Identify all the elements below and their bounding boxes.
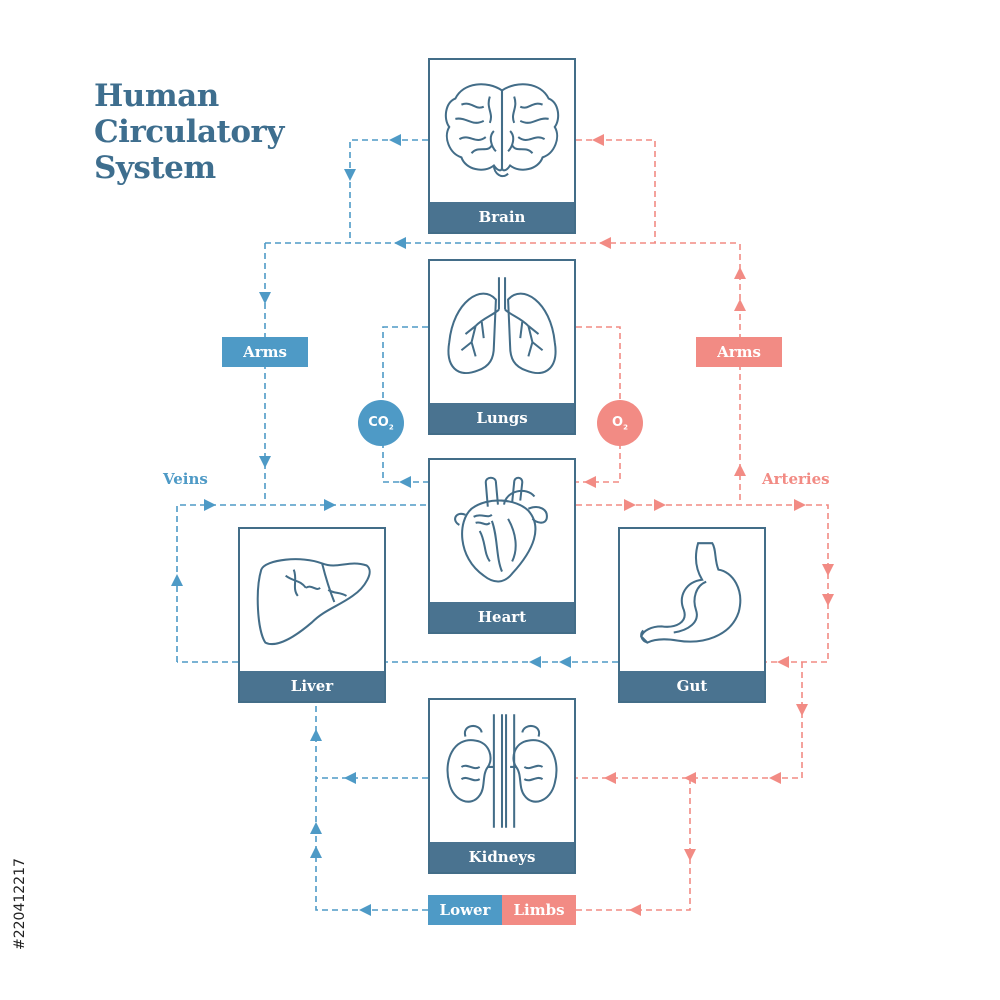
flow-arrow <box>394 237 406 249</box>
liver-icon <box>240 529 384 671</box>
title-line-3: System <box>94 150 216 186</box>
arms-veins-tag: Arms <box>222 337 308 367</box>
title-line-2: Circulatory <box>94 114 284 150</box>
flow-arrow <box>559 656 571 668</box>
flow-arrow <box>359 904 371 916</box>
flow-arrow <box>204 499 216 511</box>
lower-limbs-tag-left: Lower <box>428 895 502 925</box>
arteries-label: Arteries <box>762 470 830 488</box>
kidneys-icon <box>430 700 574 842</box>
flow-arrow <box>734 299 746 311</box>
flow-arrow <box>734 267 746 279</box>
watermark-id-text: #220412217 <box>12 858 28 950</box>
o2-text: O <box>612 415 624 430</box>
gut-box: Gut <box>618 527 766 703</box>
flow-arrow <box>344 169 356 181</box>
flow-arrow <box>599 237 611 249</box>
flow-arrow <box>310 846 322 858</box>
heart-label: Heart <box>430 602 574 632</box>
flow-arrow <box>324 499 336 511</box>
flow-arrow <box>794 499 806 511</box>
flow-arrow <box>734 464 746 476</box>
flow-arrow <box>310 729 322 741</box>
o2-badge: O2 <box>597 400 643 446</box>
veins-label: Veins <box>163 470 208 488</box>
title-line-1: Human <box>94 78 219 114</box>
flow-arrow <box>171 574 183 586</box>
brain-icon <box>430 60 574 202</box>
brain-label: Brain <box>430 202 574 232</box>
flow-arrow <box>654 499 666 511</box>
flow-arrow <box>796 704 808 716</box>
lungs-box: Lungs <box>428 259 576 435</box>
kidneys-label: Kidneys <box>430 842 574 872</box>
co2-text: CO <box>368 415 389 430</box>
kidneys-box: Kidneys <box>428 698 576 874</box>
co2-subscript: 2 <box>388 423 394 432</box>
flow-arrow <box>624 499 636 511</box>
heart-box: Heart <box>428 458 576 634</box>
flow-arrow <box>684 849 696 861</box>
flow-arrow <box>389 134 401 146</box>
flow-arrow <box>769 772 781 784</box>
flow-arrow <box>344 772 356 784</box>
flow-arrow <box>529 656 541 668</box>
arteries-row <box>576 504 829 663</box>
o2-subscript: 2 <box>623 423 628 432</box>
renal-artery-path <box>576 662 803 779</box>
heart-icon <box>430 460 574 602</box>
flow-arrow <box>259 292 271 304</box>
co2-badge: CO2 <box>358 400 404 446</box>
brain-vein <box>349 139 428 243</box>
lungs-label: Lungs <box>430 403 574 433</box>
lower-limbs-tag-right: Limbs <box>502 895 576 925</box>
flow-arrow <box>629 904 641 916</box>
brain-artery <box>576 139 656 243</box>
flow-arrow <box>822 594 834 606</box>
veins-row <box>176 504 428 662</box>
flow-arrow <box>822 564 834 576</box>
flow-arrow <box>310 822 322 834</box>
lower-limb-vein <box>315 703 428 911</box>
brain-box: Brain <box>428 58 576 234</box>
arms-arteries-tag: Arms <box>696 337 782 367</box>
flow-arrow <box>604 772 616 784</box>
stomach-icon <box>620 529 764 671</box>
flow-arrow <box>584 476 596 488</box>
watermark-id: #220412217 <box>10 770 30 950</box>
flow-arrow <box>777 656 789 668</box>
lower-limb-artery <box>576 778 691 911</box>
flow-arrow <box>259 456 271 468</box>
diagram-title: Human Circulatory System <box>94 78 284 186</box>
liver-label: Liver <box>240 671 384 701</box>
liver-box: Liver <box>238 527 386 703</box>
flow-arrow <box>592 134 604 146</box>
lungs-icon <box>430 261 574 403</box>
gut-label: Gut <box>620 671 764 701</box>
flow-arrow <box>399 476 411 488</box>
